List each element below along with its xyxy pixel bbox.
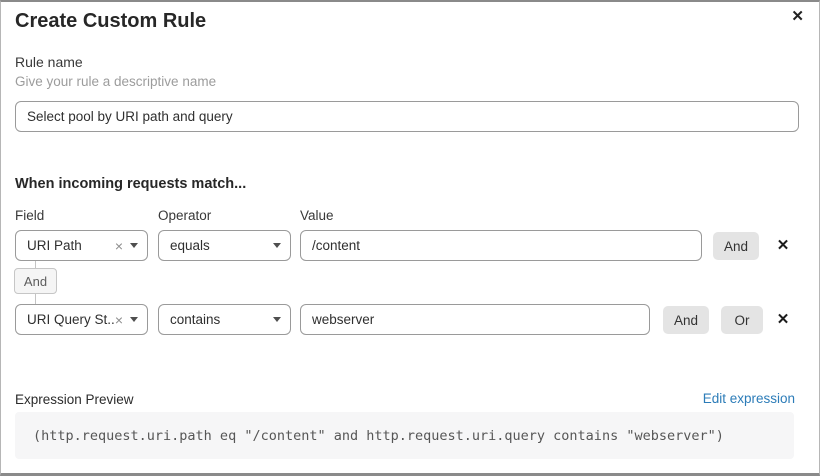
field-select[interactable]: URI Path × [15, 230, 148, 261]
clear-icon[interactable]: × [114, 311, 123, 328]
operator-select-value: contains [170, 312, 221, 327]
rule-name-input[interactable] [15, 101, 799, 132]
field-column-label: Field [15, 208, 45, 223]
chevron-down-icon [273, 243, 281, 248]
match-heading: When incoming requests match... [15, 176, 247, 192]
remove-condition-icon[interactable]: ✕ [776, 237, 790, 254]
field-select-value: URI Query St... [27, 312, 115, 327]
value-input[interactable] [300, 304, 650, 335]
expression-code: (http.request.uri.path eq "/content" and… [33, 427, 724, 444]
and-connector-badge: And [14, 268, 57, 294]
clear-icon[interactable]: × [114, 237, 123, 254]
add-or-button[interactable]: Or [721, 306, 763, 334]
value-column-label: Value [300, 208, 334, 223]
field-select-value: URI Path [27, 238, 82, 253]
expression-preview-label: Expression Preview [15, 392, 134, 407]
rule-name-helper: Give your rule a descriptive name [15, 74, 217, 89]
field-select[interactable]: URI Query St... × [15, 304, 148, 335]
value-input[interactable] [300, 230, 702, 261]
close-icon[interactable]: ✕ [791, 8, 804, 25]
add-and-button[interactable]: And [713, 232, 759, 260]
operator-column-label: Operator [158, 208, 212, 223]
rule-name-label: Rule name [15, 54, 83, 70]
chevron-down-icon [130, 317, 138, 322]
operator-select[interactable]: equals [158, 230, 291, 261]
remove-condition-icon[interactable]: ✕ [776, 311, 790, 328]
edit-expression-link[interactable]: Edit expression [702, 391, 795, 406]
page-title: Create Custom Rule [15, 10, 207, 32]
operator-select[interactable]: contains [158, 304, 291, 335]
expression-preview-box: (http.request.uri.path eq "/content" and… [15, 412, 794, 459]
operator-select-value: equals [170, 238, 210, 253]
chevron-down-icon [130, 243, 138, 248]
chevron-down-icon [273, 317, 281, 322]
add-and-button[interactable]: And [663, 306, 709, 334]
